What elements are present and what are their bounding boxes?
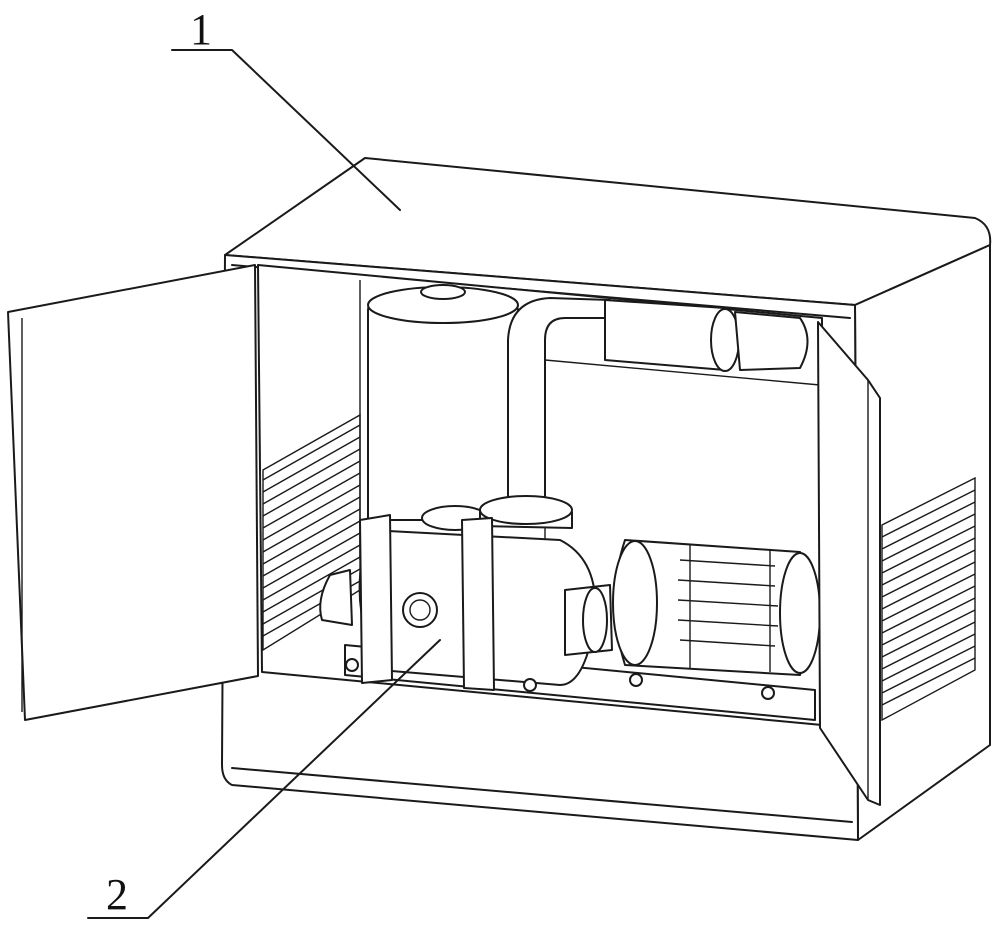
flange-left bbox=[360, 515, 392, 683]
left-door bbox=[8, 265, 258, 720]
sight-glass bbox=[403, 593, 437, 627]
callout-2-label: 2 bbox=[106, 873, 128, 917]
callout-1-label: 1 bbox=[190, 8, 212, 52]
filter bbox=[605, 300, 725, 370]
right-door bbox=[818, 322, 880, 805]
flange-right bbox=[462, 518, 494, 690]
